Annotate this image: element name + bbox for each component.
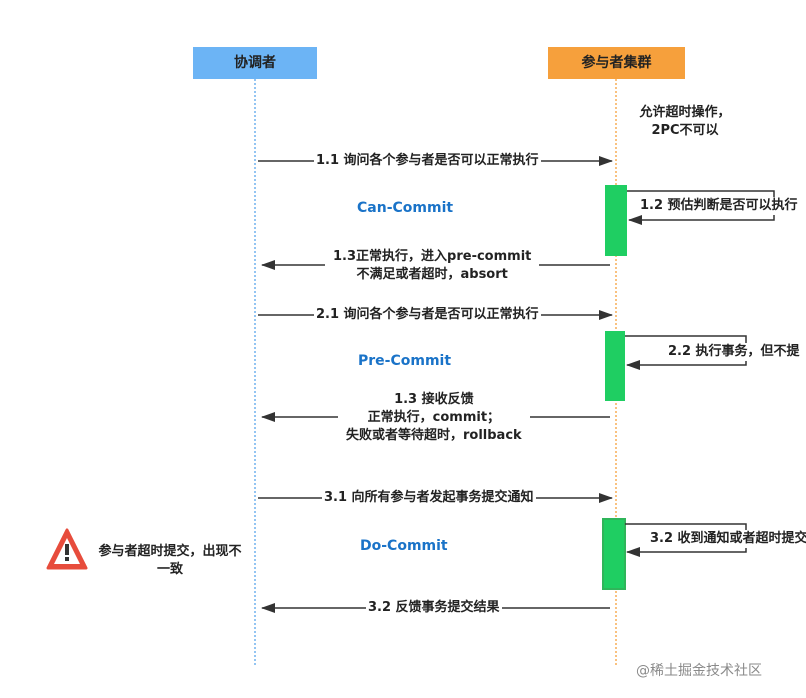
message-3-3: 3.2 反馈事务提交结果: [366, 599, 502, 617]
message-1-3-line-1: 1.3正常执行，进入pre-commit: [333, 249, 532, 264]
message-1-3-line-2: 不满足或者超时，absort: [356, 267, 508, 282]
message-1-1: 1.1 询问各个参与者是否可以正常执行: [314, 152, 541, 170]
message-2-3-line-3: 失败或者等待超时，rollback: [346, 428, 522, 443]
activation-bar-do-commit: [602, 518, 626, 590]
timeout-note-line-2: 2PC不可以: [651, 123, 719, 138]
timeout-note-line-1: 允许超时操作，: [639, 105, 731, 120]
message-1-3: 1.3正常执行，进入pre-commit 不满足或者超时，absort: [325, 248, 540, 284]
timeout-note: 允许超时操作， 2PC不可以: [630, 104, 740, 140]
message-2-3-line-1: 1.3 接收反馈: [394, 392, 474, 407]
phase-do-commit: Do-Commit: [360, 538, 448, 554]
warning-icon: [46, 528, 88, 570]
message-3-2: 3.2 收到通知或者超时提交: [648, 530, 806, 548]
participant-label: 参与者集群: [581, 55, 652, 71]
coordinator-box: 协调者: [193, 47, 317, 79]
warning-note-line-2: 一致: [156, 562, 183, 577]
message-2-2: 2.2 执行事务，但不提: [666, 343, 802, 361]
phase-pre-commit: Pre-Commit: [358, 353, 452, 369]
message-2-3-line-2: 正常执行，commit；: [367, 410, 501, 425]
coordinator-label: 协调者: [234, 55, 276, 71]
message-3-1: 3.1 向所有参与者发起事务提交通知: [322, 489, 536, 507]
watermark: @稀土掘金技术社区: [636, 663, 762, 679]
warning-note-line-1: 参与者超时提交，出现不: [98, 544, 242, 559]
participant-box: 参与者集群: [548, 47, 685, 79]
message-2-3: 1.3 接收反馈 正常执行，commit； 失败或者等待超时，rollback: [338, 391, 530, 445]
warning-note: 参与者超时提交，出现不 一致: [90, 543, 250, 579]
message-1-2: 1.2 预估判断是否可以执行: [638, 197, 800, 215]
activation-bar-pre-commit: [605, 331, 625, 401]
message-2-1: 2.1 询问各个参与者是否可以正常执行: [314, 306, 541, 324]
phase-can-commit: Can-Commit: [357, 200, 454, 216]
activation-bar-can-commit: [605, 185, 627, 256]
